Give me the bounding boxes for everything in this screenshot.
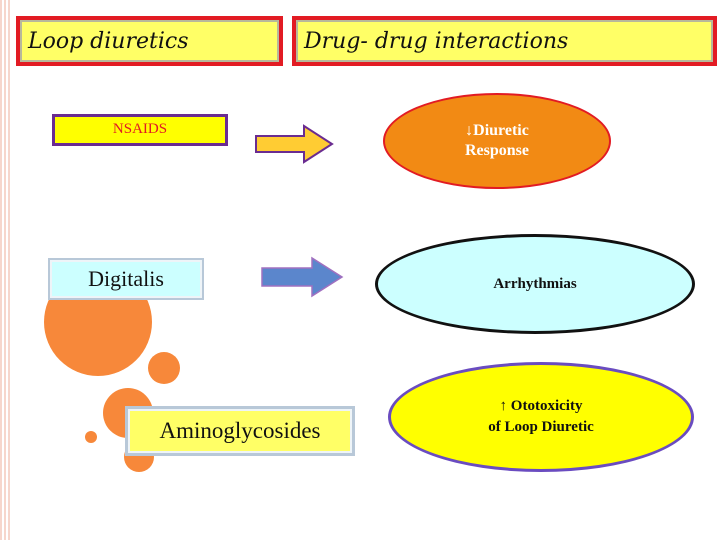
arrhythmias-ellipse: Arrhythmias <box>375 234 695 334</box>
digitalis-label: Digitalis <box>88 266 164 291</box>
digitalis-arrow <box>261 256 344 298</box>
nsaids-arrow <box>255 124 334 164</box>
loop-diuretics-title: Loop diuretics <box>16 16 283 66</box>
loop-diuretics-title-text: Loop diuretics <box>28 28 189 54</box>
nsaids-box: NSAIDS <box>52 114 228 146</box>
diuretic-response-line2: Response <box>464 142 529 159</box>
decorative-circle-medium <box>148 352 180 384</box>
diuretic-response-ellipse: ↓Diuretic Response <box>383 93 611 189</box>
drug-interactions-title-text: Drug- drug interactions <box>304 28 569 54</box>
diuretic-response-line1: ↓Diuretic <box>465 122 529 139</box>
left-decorative-stripe <box>0 0 12 540</box>
decorative-circle-small <box>85 431 97 443</box>
ototoxicity-line2: of Loop Diuretic <box>488 419 594 435</box>
ototoxicity-ellipse: ↑ Ototoxicity of Loop Diuretic <box>388 362 694 472</box>
ototoxicity-line1: ↑ Ototoxicity <box>499 398 583 414</box>
drug-interactions-title: Drug- drug interactions <box>292 16 717 66</box>
arrhythmias-label: Arrhythmias <box>493 275 577 292</box>
nsaids-label: NSAIDS <box>112 121 168 137</box>
digitalis-box: Digitalis <box>48 258 204 300</box>
aminoglycosides-box: Aminoglycosides <box>125 406 355 456</box>
aminoglycosides-label: Aminoglycosides <box>159 418 321 443</box>
